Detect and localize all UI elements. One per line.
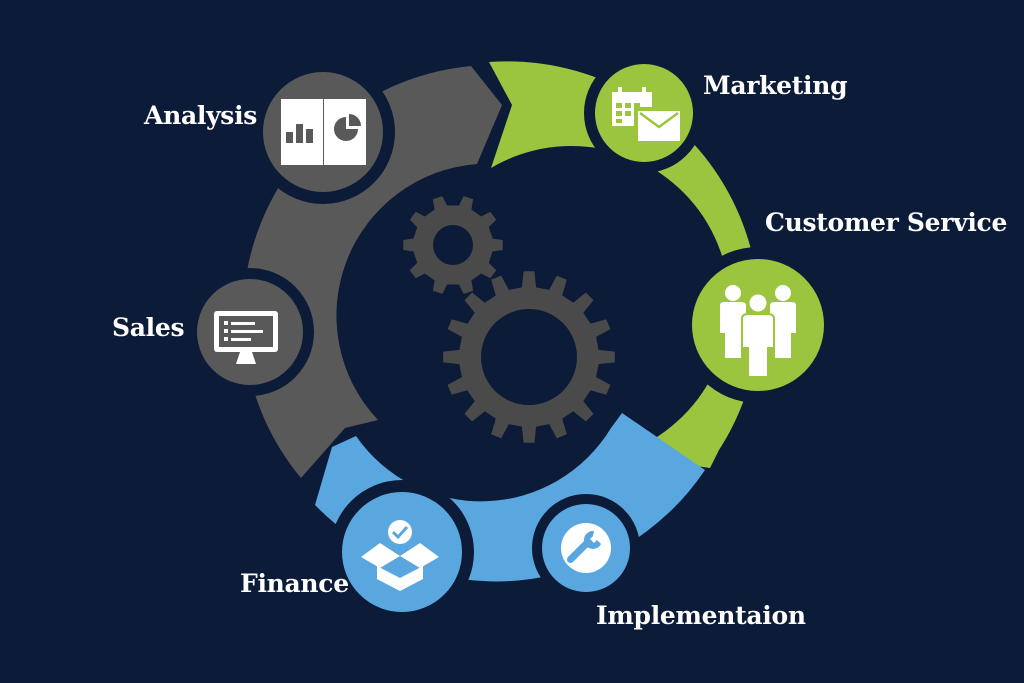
node-analysis	[251, 60, 395, 204]
label-customer-service: Customer Service	[765, 208, 1008, 237]
large-gear-icon	[443, 271, 615, 443]
label-analysis: Analysis	[144, 101, 258, 130]
node-implementation	[532, 494, 640, 602]
node-customer-service	[680, 247, 836, 403]
people-group-icon	[720, 285, 796, 378]
report-chart-icon	[281, 99, 366, 165]
node-finance	[330, 480, 474, 624]
node-marketing	[584, 53, 704, 173]
calendar-mail-icon	[612, 87, 680, 141]
gears-icon	[403, 196, 615, 443]
small-gear-icon	[403, 196, 503, 294]
label-implementation: Implementaion	[596, 601, 806, 630]
box-check-icon	[361, 520, 439, 591]
label-marketing: Marketing	[703, 71, 848, 100]
monitor-list-icon	[214, 311, 278, 364]
label-finance: Finance	[240, 569, 349, 598]
label-sales: Sales	[112, 313, 185, 342]
segment-marketing-service	[489, 61, 760, 469]
node-sales	[186, 268, 314, 396]
wrench-icon	[561, 523, 611, 573]
